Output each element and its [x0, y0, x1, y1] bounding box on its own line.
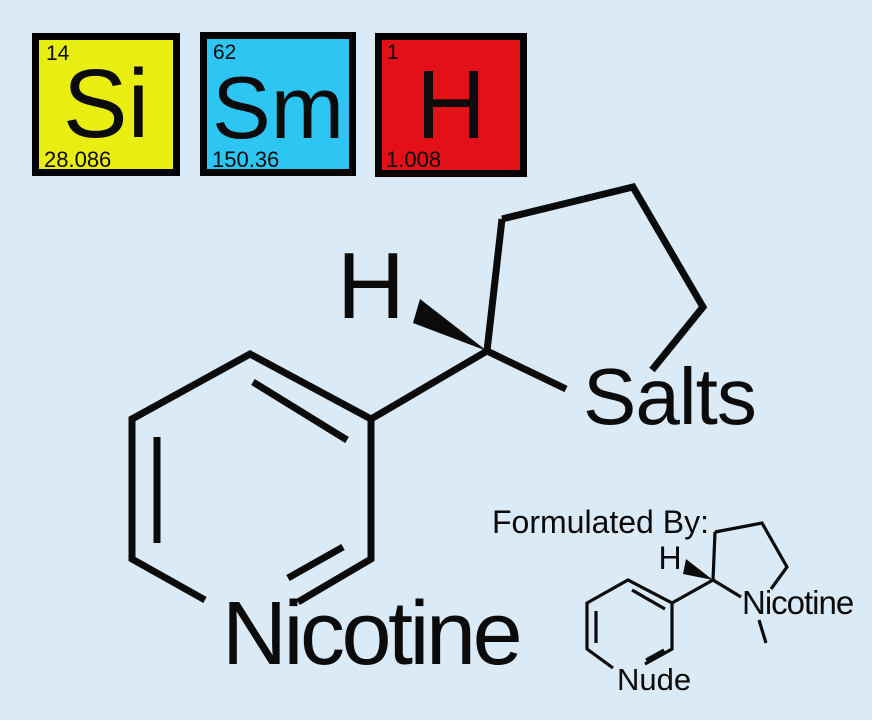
small-pyrrolidine-ring — [714, 521, 789, 590]
hydrogen-atomic-number: 1 — [387, 41, 399, 64]
pyridine-ring — [128, 350, 375, 606]
element-tile-samarium: 62 Sm 150.36 — [200, 32, 356, 176]
small-stereo-hydrogen-label: H — [658, 540, 681, 576]
stereo-hydrogen-label: H — [337, 233, 405, 338]
hydrogen-symbol: H — [416, 50, 486, 159]
nicotine-word: Nicotine — [222, 584, 520, 684]
small-bond-to-pyrrolidine — [711, 531, 717, 581]
attribution-block: Formulated By: H Nicotine Nude — [492, 504, 854, 697]
formulated-by-label: Formulated By: — [492, 504, 709, 540]
pyridine-double-bond-bottom — [286, 543, 345, 582]
ring-link-bond — [369, 347, 489, 423]
small-pyridine-double-bond-bottom — [645, 648, 665, 662]
element-tile-hydrogen: 1 H 1.008 — [375, 33, 527, 177]
small-ring-link-bond — [671, 578, 714, 605]
bond-to-pyrrolidine — [483, 218, 506, 352]
hydrogen-tile-box — [375, 33, 527, 177]
pyrrolidine-ring — [501, 182, 708, 373]
pyridine-double-bond-top — [251, 379, 349, 443]
samarium-symbol: Sm — [212, 58, 344, 157]
main-nicotine-structure: H Salts Nicotine — [128, 182, 757, 684]
brand-nicotine-word: Nicotine — [742, 584, 853, 621]
small-methyl-bond — [757, 619, 768, 644]
small-bond-to-nitrogen — [712, 578, 742, 599]
element-tile-silicon: 14 Si 28.086 — [32, 33, 180, 176]
samarium-atomic-number: 62 — [213, 41, 236, 64]
hydrogen-atomic-mass: 1.008 — [386, 147, 441, 172]
samarium-atomic-mass: 150.36 — [212, 147, 279, 172]
silicon-atomic-number: 14 — [46, 42, 70, 65]
stereo-wedge-bond — [413, 299, 487, 351]
brand-nude-word: Nude — [617, 662, 691, 697]
silicon-tile-box — [32, 33, 180, 176]
salts-word: Salts — [583, 352, 756, 441]
samarium-tile-box — [200, 32, 356, 176]
small-pyridine-ring — [585, 578, 674, 670]
silicon-symbol: Si — [63, 49, 149, 158]
bond-to-salts-nitrogen — [485, 347, 568, 393]
silicon-atomic-mass: 28.086 — [44, 147, 111, 172]
small-stereo-wedge-bond — [683, 559, 713, 580]
small-pyridine-double-bond-top — [631, 588, 666, 611]
